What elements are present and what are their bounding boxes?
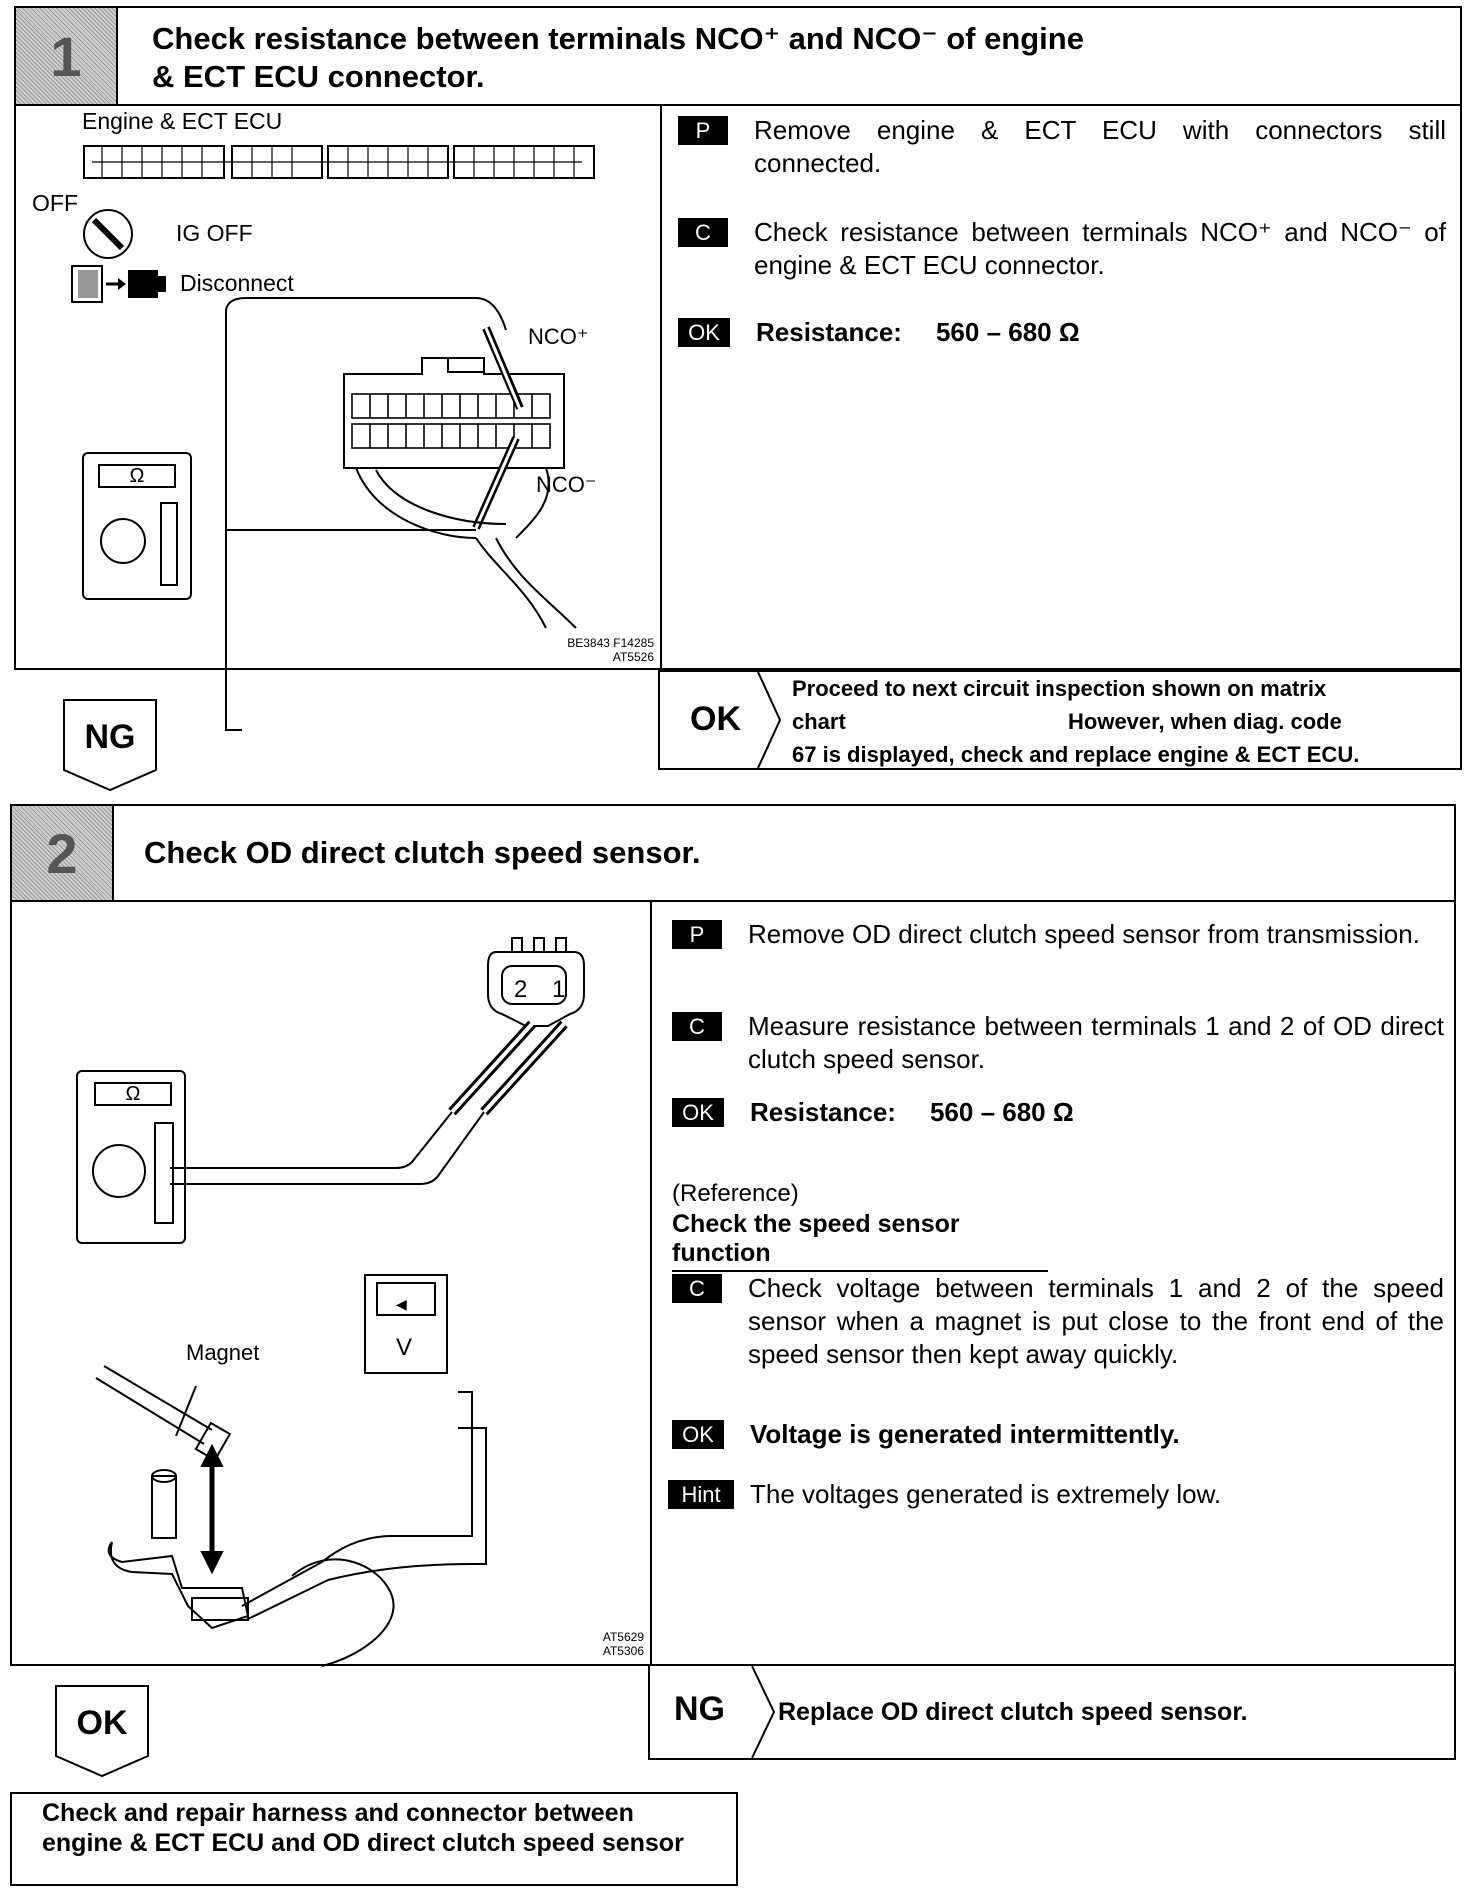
step2-reference-hint: Hint The voltages generated is extremely…	[668, 1478, 1444, 1511]
tag-c-2: C	[672, 1012, 722, 1041]
step2-ok-marker: OK	[54, 1684, 150, 1778]
meter-terminals-2	[154, 1122, 174, 1224]
nco-minus-label: NCO⁻	[536, 472, 597, 497]
step2-instruction-p: P Remove OD direct clutch speed sensor f…	[672, 918, 1444, 951]
step1-ok-result: OK Proceed to next circuit inspection sh…	[658, 670, 1462, 770]
step1-instruction-ok: OK Resistance: 560 – 680 Ω	[678, 316, 1446, 349]
step2-instruction-ok: OK Resistance: 560 – 680 Ω	[672, 1096, 1444, 1129]
magnet-sensor-illustration	[95, 1365, 487, 1667]
step1-bottom-line	[14, 668, 660, 670]
disconnect-label: Disconnect	[180, 270, 294, 296]
reference-label: (Reference)	[672, 1180, 799, 1207]
tag-c: C	[678, 218, 728, 247]
ng-arrow-shape	[63, 699, 157, 792]
step2-title: Check OD direct clutch speed sensor.	[144, 835, 701, 870]
step1-instruction-c: C Check resistance between terminals NCO…	[678, 216, 1446, 282]
step2-reference-ok: OK Voltage is generated intermittently.	[672, 1418, 1444, 1451]
meter-dial	[100, 518, 146, 564]
step1-title: Check resistance between terminals NCO⁺ …	[152, 21, 1084, 94]
tag-c-3: C	[672, 1274, 722, 1303]
step1-panel: 1 Check resistance between terminals NCO…	[14, 6, 1462, 731]
ignition-key-icon	[83, 209, 133, 259]
voltmeter-dial	[376, 1282, 436, 1316]
step1-instruction-p: P Remove engine & ECT ECU with connector…	[678, 114, 1446, 180]
tag-hint: Hint	[668, 1480, 734, 1509]
ohm-display-2: Ω	[94, 1082, 172, 1106]
step2-header: 2 Check OD direct clutch speed sensor.	[12, 806, 1454, 902]
meter-terminals	[160, 502, 178, 586]
pin-1-label: 1	[552, 976, 566, 1003]
meter-dial-2	[92, 1144, 146, 1198]
step1-number: 1	[16, 8, 118, 104]
resistance-probes-and-leads	[170, 1020, 568, 1185]
reference-title: Check the speed sensor function	[672, 1210, 1048, 1272]
ecu-label: Engine & ECT ECU	[82, 108, 283, 134]
step1-header: 1 Check resistance between terminals NCO…	[16, 8, 1460, 106]
speed-sensor-connector	[487, 937, 585, 1027]
figure1-code: BE3843 F14285 AT5526	[567, 636, 654, 664]
tag-ok-2: OK	[672, 1098, 724, 1127]
voltmeter: ◀ V	[364, 1274, 448, 1374]
nco-plus-label: NCO⁺	[528, 324, 589, 349]
disconnect-icon	[71, 265, 166, 303]
volt-symbol: V	[396, 1334, 413, 1361]
final-action-box: Check and repair harness and connector b…	[10, 1792, 738, 1886]
tag-ok-3: OK	[672, 1420, 724, 1449]
figure2-code: AT5629 AT5306	[602, 1630, 644, 1658]
ok-arrow-shape	[55, 1685, 149, 1778]
step2-number: 2	[12, 806, 114, 900]
step1-ok-text: Proceed to next circuit inspection shown…	[792, 676, 1360, 767]
step1-divider	[660, 104, 662, 668]
ecu-connector-diagram	[225, 297, 577, 731]
step2-panel: 2 Check OD direct clutch speed sensor. 2…	[10, 804, 1456, 1667]
ohmmeter-2: Ω	[76, 1070, 186, 1244]
ohm-display: Ω	[98, 464, 176, 488]
tag-p: P	[678, 116, 728, 145]
ecu-connectors-illustration	[83, 145, 595, 179]
step2-ng-result: NG Replace OD direct clutch speed sensor…	[648, 1664, 1456, 1760]
ig-off-label: IG OFF	[176, 220, 253, 246]
magnet-label: Magnet	[186, 1340, 260, 1365]
step2-divider	[650, 900, 652, 1664]
step2-reference-c: C Check voltage between terminals 1 and …	[672, 1272, 1444, 1371]
tag-p-2: P	[672, 920, 722, 949]
pin-2-label: 2	[514, 976, 528, 1003]
ok-chevron	[757, 671, 782, 769]
step1-ng-marker: NG	[62, 698, 158, 792]
tag-ok: OK	[678, 318, 730, 347]
step2-instruction-c: C Measure resistance between terminals 1…	[672, 1010, 1444, 1076]
ng-chevron	[751, 1665, 776, 1759]
voltmeter-needle-icon: ◀	[396, 1296, 407, 1312]
ohmmeter: Ω	[82, 452, 192, 600]
off-label: OFF	[32, 190, 78, 216]
